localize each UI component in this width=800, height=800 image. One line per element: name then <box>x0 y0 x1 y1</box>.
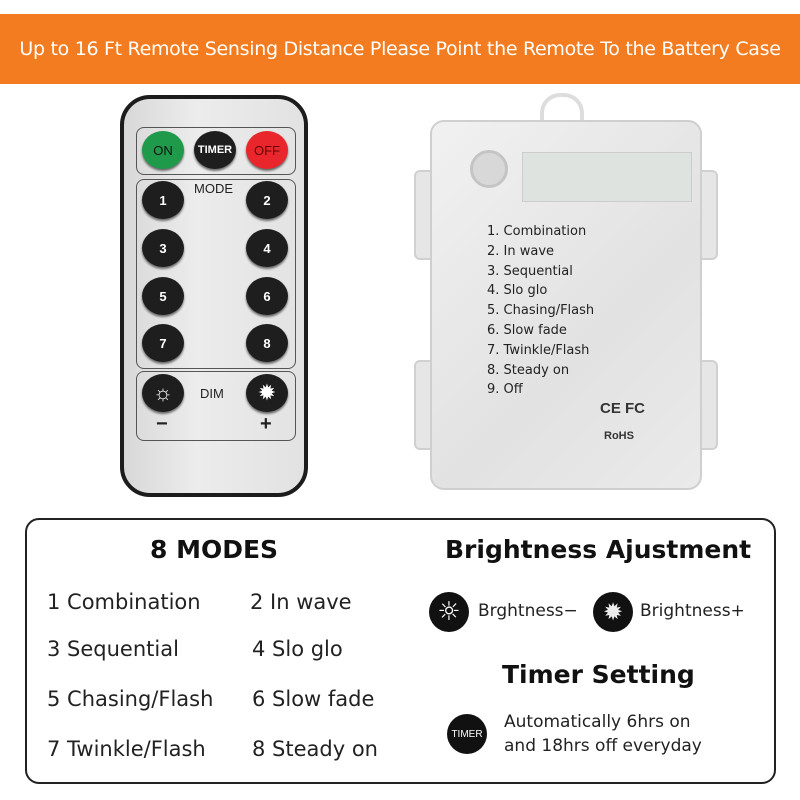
sun-filled-icon: ✹ <box>257 380 277 405</box>
case-mode-item: 1. Combination <box>487 224 587 239</box>
mode-item: 4 Slo glo <box>252 637 343 661</box>
dim-plus-button[interactable]: ✹ <box>246 374 288 412</box>
mode-item: 6 Slow fade <box>252 687 375 711</box>
brightness-minus-label: Brghtness− <box>478 601 578 621</box>
timer-button[interactable]: TIMER <box>194 131 236 169</box>
minus-label: − <box>156 413 168 435</box>
case-mode-item: 3. Sequential <box>487 263 573 279</box>
circuit-board <box>522 152 692 202</box>
case-mode-item: 7. Twinkle/Flash <box>487 342 590 358</box>
power-panel <box>136 127 296 175</box>
mode-panel <box>136 179 296 369</box>
case-mode-item: 4. Slo glo <box>487 283 548 299</box>
off-button[interactable]: OFF <box>246 131 288 169</box>
case-button[interactable] <box>470 150 508 188</box>
top-banner: Up to 16 Ft Remote Sensing Distance Plea… <box>0 14 800 84</box>
case-mode-item: 9. Off <box>487 382 523 398</box>
ce-fc-mark: CE FC <box>600 400 645 417</box>
case-modes-list: 1. Combination 2. In wave 3. Sequential … <box>487 222 594 400</box>
info-box <box>25 518 776 784</box>
mode-item: 2 In wave <box>250 590 352 614</box>
rohs-mark: RoHS <box>604 430 634 442</box>
on-button[interactable]: ON <box>142 131 184 169</box>
mode-item: 3 Sequential <box>47 637 179 661</box>
battery-case-hook <box>540 93 584 127</box>
brightness-plus-label: Brightness+ <box>640 601 745 621</box>
mode-item: 1 Combination <box>47 590 201 614</box>
mode-item: 5 Chasing/Flash <box>47 687 214 711</box>
battery-case <box>430 120 702 490</box>
timer-icon: TIMER <box>447 714 487 754</box>
case-mode-item: 8. Steady on <box>487 362 570 378</box>
remote-control: ON TIMER OFF MODE 1 2 3 4 5 6 7 8 ☼ ✹ DI… <box>120 95 308 497</box>
mode-button-6[interactable]: 6 <box>246 277 288 315</box>
timer-title: Timer Setting <box>502 660 695 689</box>
dim-label: DIM <box>200 386 224 401</box>
mode-button-2[interactable]: 2 <box>246 181 288 219</box>
case-mode-item: 5. Chasing/Flash <box>487 303 595 319</box>
sun-outline-icon: ☼ <box>152 380 174 405</box>
brightness-title: Brightness Ajustment <box>445 535 752 564</box>
plus-label: + <box>260 413 272 435</box>
mode-button-3[interactable]: 3 <box>142 229 184 267</box>
case-mode-item: 2. In wave <box>487 243 555 259</box>
dim-panel <box>136 371 296 441</box>
mode-button-1[interactable]: 1 <box>142 181 184 219</box>
modes-title: 8 MODES <box>150 535 279 564</box>
mode-item: 7 Twinkle/Flash <box>47 737 206 761</box>
sun-filled-icon: ✹ <box>593 592 633 632</box>
timer-text-line2: and 18hrs off everyday <box>504 736 702 756</box>
mode-item: 8 Steady on <box>252 737 378 761</box>
timer-text-line1: Automatically 6hrs on <box>504 712 691 732</box>
sun-outline-icon: ☼ <box>429 592 469 632</box>
mode-button-4[interactable]: 4 <box>246 229 288 267</box>
dim-minus-button[interactable]: ☼ <box>142 374 184 412</box>
mode-button-7[interactable]: 7 <box>142 324 184 362</box>
mode-button-5[interactable]: 5 <box>142 277 184 315</box>
mode-label: MODE <box>194 181 233 196</box>
mode-button-8[interactable]: 8 <box>246 324 288 362</box>
case-mode-item: 6. Slow fade <box>487 322 567 338</box>
